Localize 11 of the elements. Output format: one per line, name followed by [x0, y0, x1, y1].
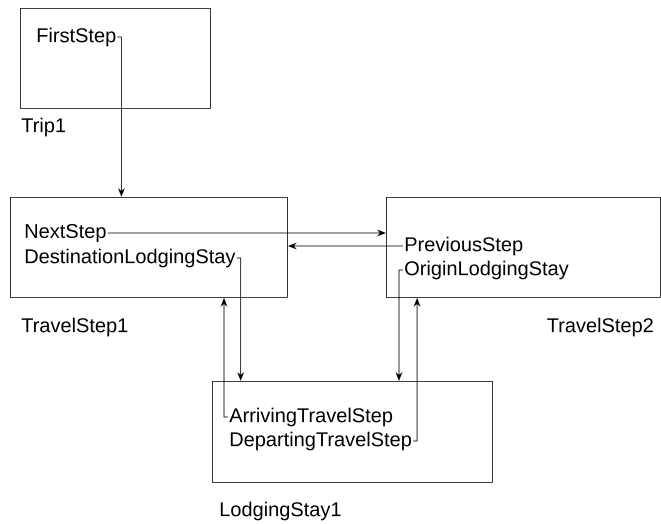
box-label: LodgingStay1: [220, 502, 341, 520]
field-name: DepartingTravelStep: [230, 432, 412, 450]
field-name: NextStep: [26, 224, 106, 242]
field-name: DestinationLodgingStay: [26, 248, 236, 268]
field-name: PreviousStep: [406, 236, 522, 256]
field-name: ArrivingTravelStep: [229, 408, 392, 426]
box-label: TravelStep2: [547, 318, 653, 336]
box-label: TravelStep1: [22, 318, 128, 336]
field-name: OriginLodgingStay: [405, 260, 569, 280]
field-name: FirstStep: [38, 28, 116, 46]
box-label: Trip1: [22, 118, 66, 136]
